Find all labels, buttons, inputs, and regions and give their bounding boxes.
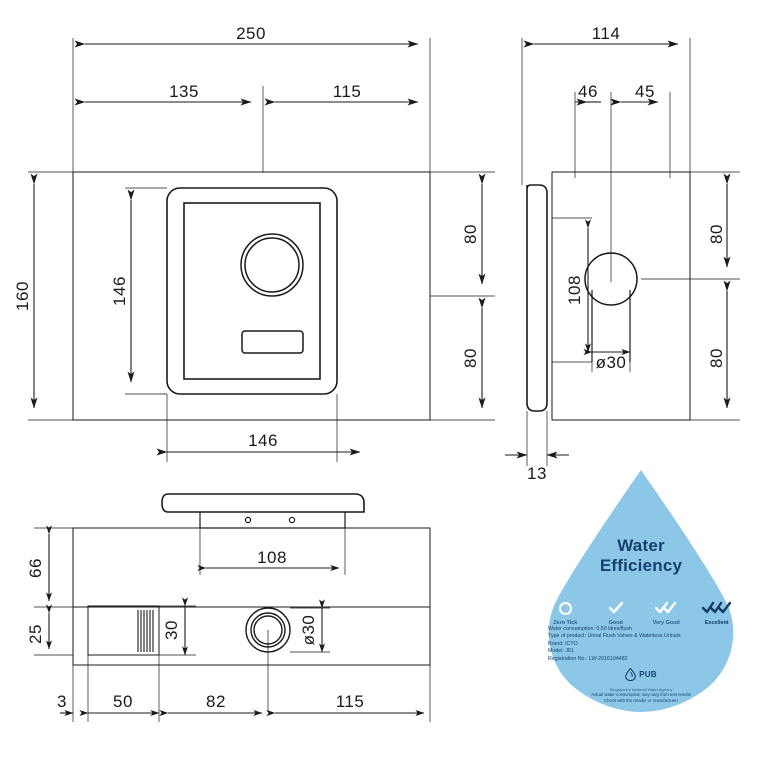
dim-plate-height: 146	[110, 276, 129, 306]
dim-chain-50: 50	[113, 692, 133, 711]
dim-front-right: 115	[333, 82, 362, 101]
label-title-line2: Efficiency	[599, 556, 683, 575]
pub-droplet-icon	[625, 668, 636, 681]
dim-thickness: 13	[527, 464, 547, 483]
detail-product-type: Type of product: Urinal Flush Valves & W…	[548, 633, 681, 640]
pub-tagline: Singapore's National Water Agency	[609, 687, 673, 692]
detail-registration: Registration No.: LW-2016104482	[548, 655, 628, 662]
detail-consumption: Water consumption: 0.50 litres/flush	[548, 626, 633, 632]
pub-name: PUB	[639, 670, 657, 679]
rating-excellent: Excellent	[692, 598, 743, 626]
water-droplet-shape	[548, 470, 734, 712]
water-efficiency-label: Water Efficiency Zero Tick Good Very	[518, 466, 764, 716]
detail-model: Model: J61	[548, 648, 574, 655]
dim-chain-115: 115	[336, 692, 365, 711]
rating-label-3: Excellent	[704, 620, 729, 626]
dim-side-right: 45	[635, 82, 655, 101]
pub-logo: PUB	[625, 668, 657, 681]
rating-scale: Zero Tick Good Very Good Excellent	[540, 586, 742, 626]
dim-side-bottom-80: 80	[707, 348, 726, 368]
dim-side-left: 46	[578, 82, 598, 101]
rating-label-0: Zero Tick	[553, 620, 578, 626]
footnote-line1: Actual water consumption may vary from t…	[591, 692, 691, 697]
label-details: Water consumption: 0.50 litres/flush Typ…	[548, 626, 740, 663]
dim-side-width: 114	[592, 24, 621, 43]
dim-outlet-dia: ø30	[299, 615, 318, 646]
dim-66: 66	[26, 558, 45, 578]
dim-chain-3: 3	[57, 692, 67, 711]
dim-mid-top-80: 80	[461, 224, 480, 244]
dim-25: 25	[26, 624, 45, 644]
rating-zero-tick: Zero Tick	[540, 598, 591, 626]
detail-brand: Brand: ICTO	[548, 640, 578, 647]
one-tick-icon	[591, 598, 642, 618]
zero-tick-icon	[540, 598, 591, 618]
dim-mid-bottom-80: 80	[461, 348, 480, 368]
rating-very-good: Very Good	[641, 598, 692, 626]
dim-bottom-center-span: 108	[257, 548, 287, 567]
dim-side-top-80: 80	[707, 224, 726, 244]
dim-front-height: 160	[13, 281, 32, 311]
dim-side-center-height: 108	[565, 275, 584, 305]
rating-good: Good	[591, 598, 642, 626]
two-tick-icon	[641, 598, 692, 618]
rating-label-2: Very Good	[652, 620, 680, 626]
label-title-line1: Water	[617, 536, 665, 555]
label-title: Water Efficiency	[518, 536, 764, 576]
three-tick-icon	[692, 598, 743, 618]
dim-plate-width: 146	[248, 431, 278, 450]
label-footnote: Actual water consumption may vary from t…	[526, 692, 756, 703]
dim-front-left: 135	[169, 82, 199, 101]
dim-front-width: 250	[236, 24, 266, 43]
footnote-line2: Check with the retailer or manufacturer	[603, 697, 679, 703]
dim-side-hole-dia: ø30	[596, 353, 627, 372]
rating-label-1: Good	[608, 620, 623, 626]
pub-branding: PUB Singapore's National Water Agency	[518, 668, 764, 692]
dim-inlet-height: 30	[162, 620, 181, 640]
dim-chain-82: 82	[206, 692, 226, 711]
